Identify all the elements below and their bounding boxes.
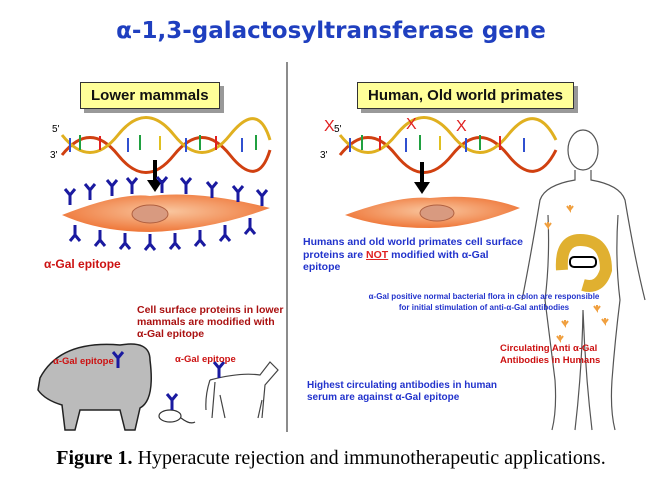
dna-helix-left xyxy=(60,116,272,174)
human-primates-label: Human, Old world primates xyxy=(357,82,575,109)
lower-mammals-label: Lower mammals xyxy=(80,82,220,109)
dna-helix-right xyxy=(338,116,558,174)
not-modified-post: modified with α-Gal epitope xyxy=(303,248,489,274)
colon-icon xyxy=(555,233,613,292)
highest-antibodies-text: Highest circulating antibodies in human … xyxy=(307,380,498,403)
caption-label: Figure 1. xyxy=(56,447,133,469)
antibody-icons xyxy=(544,205,609,343)
caption-text: Hyperacute rejection and immunotherapeut… xyxy=(132,447,606,469)
not-emphasis: NOT xyxy=(366,248,389,261)
pig-epitope-label: α-Gal epitope xyxy=(53,356,114,367)
lower-mammals-description: Cell surface proteins in lower mammals a… xyxy=(137,304,284,340)
pig-illustration xyxy=(37,343,152,431)
dna-3-prime-left: 3' xyxy=(50,150,58,161)
circulating-antibodies-text: Circulating Anti α-Gal Antibodies in Hum… xyxy=(500,343,601,366)
dna-5-prime-left: 5' xyxy=(52,124,60,135)
alpha-gal-epitopes-left xyxy=(63,176,269,251)
cell-left xyxy=(62,194,270,232)
mouse-illustration xyxy=(158,409,196,424)
horse-illustration xyxy=(205,361,279,419)
arrow-down-left xyxy=(147,160,163,192)
not-modified-pre: Humans and old world primates cell surfa… xyxy=(303,236,523,261)
mutation-x-icon: X xyxy=(406,116,417,133)
dna-5-prime-right: 5' xyxy=(334,124,342,135)
horse-epitope-label: α-Gal epitope xyxy=(175,354,236,365)
mutation-x-icon: X xyxy=(324,118,335,135)
epitope-icons-animals xyxy=(111,351,226,410)
bacterial-flora-text: α-Gal positive normal bacterial flora in… xyxy=(368,292,600,312)
alpha-gal-epitope-label: α-Gal epitope xyxy=(44,257,121,271)
dna-3-prime-right: 3' xyxy=(320,150,328,161)
not-modified-text: Humans and old world primates cell surfa… xyxy=(303,236,528,274)
mutation-x-icon: X xyxy=(456,118,467,135)
arrow-down-right xyxy=(414,162,430,194)
human-body-outline xyxy=(521,129,646,431)
figure-caption: Figure 1. Hyperacute rejection and immun… xyxy=(0,447,662,470)
figure-title: α-1,3-galactosyltransferase gene xyxy=(116,18,546,44)
cell-right xyxy=(345,196,520,228)
